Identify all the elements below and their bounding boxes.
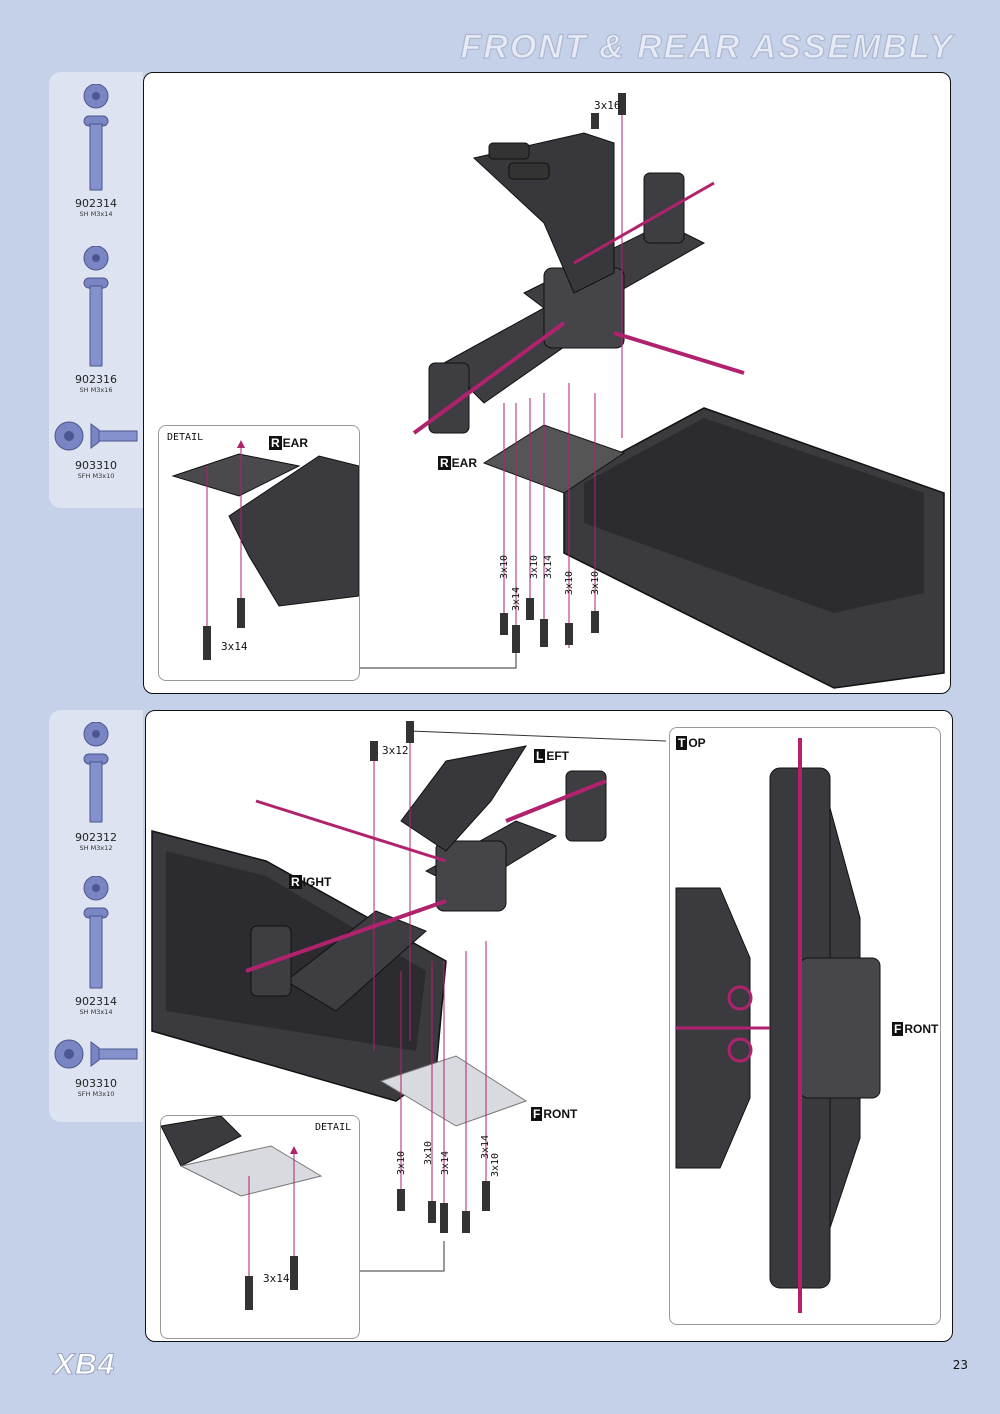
detail-title: DETAIL <box>167 432 204 443</box>
vertical-screw-label: 3x10 <box>590 570 601 595</box>
vertical-screw-label: 3x10 <box>423 1140 434 1165</box>
top-view-illustration <box>675 738 881 1313</box>
part-902314: 902314 SH M3x14 <box>49 875 143 1016</box>
part-number: 903310 <box>75 1077 117 1090</box>
part-903310: 903310 SFH M3x10 <box>49 1038 143 1098</box>
parts-sidebar-2: 902312 SH M3x12 902314 SH M3x14 903310 S… <box>49 710 143 1122</box>
part-number: 902314 <box>75 197 117 210</box>
part-902312: 902312 SH M3x12 <box>49 721 143 852</box>
part-number: 903310 <box>75 459 117 472</box>
detail-screw-label: 3x14 <box>221 640 248 653</box>
part-desc: SFH M3x10 <box>77 472 115 480</box>
flat-head-screw-icon <box>54 421 138 451</box>
part-desc: SH M3x14 <box>79 1008 113 1016</box>
screw-label-top: 3x12 <box>382 744 409 757</box>
front-assembly-illustration <box>151 721 667 1272</box>
screw-label-top: 3x16 <box>594 99 621 112</box>
rear-assembly-illustration <box>359 93 945 689</box>
rear-detail-illustration <box>171 440 359 660</box>
part-number: 902314 <box>75 995 117 1008</box>
part-number: 902316 <box>75 373 117 386</box>
vertical-screw-label: 3x14 <box>440 1150 451 1175</box>
parts-sidebar-1: 902314 SH M3x14 902316 SH M3x16 903310 S… <box>49 72 143 508</box>
vertical-screw-label: 3x14 <box>543 554 554 579</box>
button-head-screw-icon <box>83 875 109 989</box>
vertical-screw-label: 3x14 <box>511 586 522 611</box>
part-902314: 902314 SH M3x14 <box>49 83 143 218</box>
part-desc: SH M3x12 <box>79 844 113 852</box>
vertical-screw-label: 3x10 <box>396 1150 407 1175</box>
detail-screw-label: 3x14 <box>263 1272 290 1285</box>
button-head-screw-icon <box>83 245 109 367</box>
page-number: 23 <box>952 1358 968 1372</box>
page-title: FRONT & REAR ASSEMBLY <box>460 27 954 66</box>
vertical-screw-label: 3x10 <box>499 554 510 579</box>
vertical-screw-label: 3x10 <box>490 1152 501 1177</box>
part-desc: SH M3x16 <box>79 386 113 394</box>
front-detail-illustration <box>161 1116 323 1310</box>
brand-logo: XB4 <box>53 1348 116 1382</box>
flat-head-screw-icon <box>54 1039 138 1069</box>
detail-title: DETAIL <box>315 1122 352 1133</box>
button-head-screw-icon <box>83 83 109 191</box>
vertical-screw-label: 3x10 <box>564 570 575 595</box>
part-903310: 903310 SFH M3x10 <box>49 420 143 480</box>
vertical-screw-label: 3x10 <box>529 554 540 579</box>
part-902316: 902316 SH M3x16 <box>49 245 143 394</box>
button-head-screw-icon <box>83 721 109 823</box>
part-desc: SFH M3x10 <box>77 1090 115 1098</box>
front-detail-box: DETAIL 3x14 <box>160 1115 360 1339</box>
part-number: 902312 <box>75 831 117 844</box>
part-desc: SH M3x14 <box>79 210 113 218</box>
